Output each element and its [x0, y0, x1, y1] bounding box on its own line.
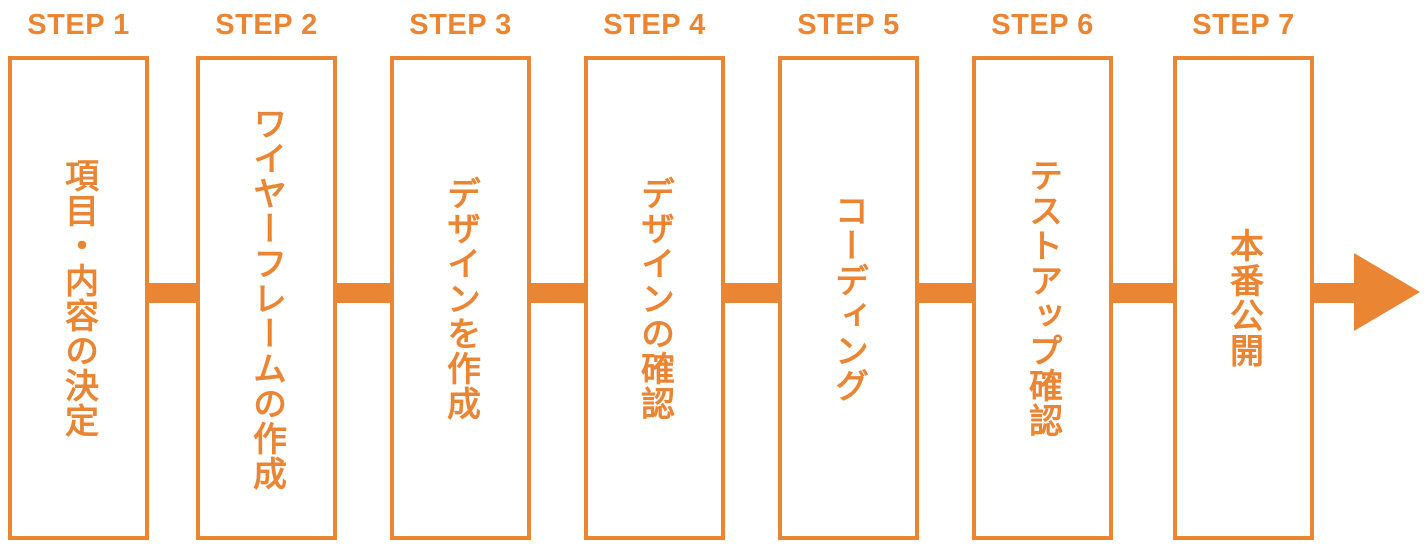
- step-label: STEP 7: [1192, 9, 1295, 41]
- step-box: デザインを作成: [390, 56, 531, 540]
- step-box: デザインの確認: [584, 56, 725, 540]
- step-text: 項目・内容の決定: [58, 158, 99, 438]
- step-text: 本番公開: [1223, 228, 1264, 368]
- connector-line: [725, 283, 779, 303]
- connector-line: [1314, 283, 1358, 303]
- step-label: STEP 6: [991, 9, 1094, 41]
- step-text: ワイヤーフレームの作成: [246, 105, 287, 491]
- step-label: STEP 3: [409, 9, 512, 41]
- step-box: 本番公開: [1173, 56, 1314, 540]
- step-text: コーディング: [828, 193, 869, 403]
- step-text: デザインの確認: [634, 175, 675, 421]
- arrow-head-icon: [1354, 253, 1420, 331]
- step-box: 項目・内容の決定: [8, 56, 149, 540]
- connector-line: [337, 283, 391, 303]
- step-text: テストアップ確認: [1022, 158, 1063, 438]
- step-box: ワイヤーフレームの作成: [196, 56, 337, 540]
- step-text: デザインを作成: [440, 175, 481, 421]
- step-box: コーディング: [778, 56, 919, 540]
- step-box: テストアップ確認: [972, 56, 1113, 540]
- connector-line: [149, 283, 197, 303]
- step-label: STEP 1: [27, 9, 130, 41]
- connector-line: [531, 283, 585, 303]
- connector-line: [919, 283, 973, 303]
- step-label: STEP 2: [215, 9, 318, 41]
- step-label: STEP 4: [603, 9, 706, 41]
- connector-line: [1113, 283, 1174, 303]
- step-label: STEP 5: [797, 9, 900, 41]
